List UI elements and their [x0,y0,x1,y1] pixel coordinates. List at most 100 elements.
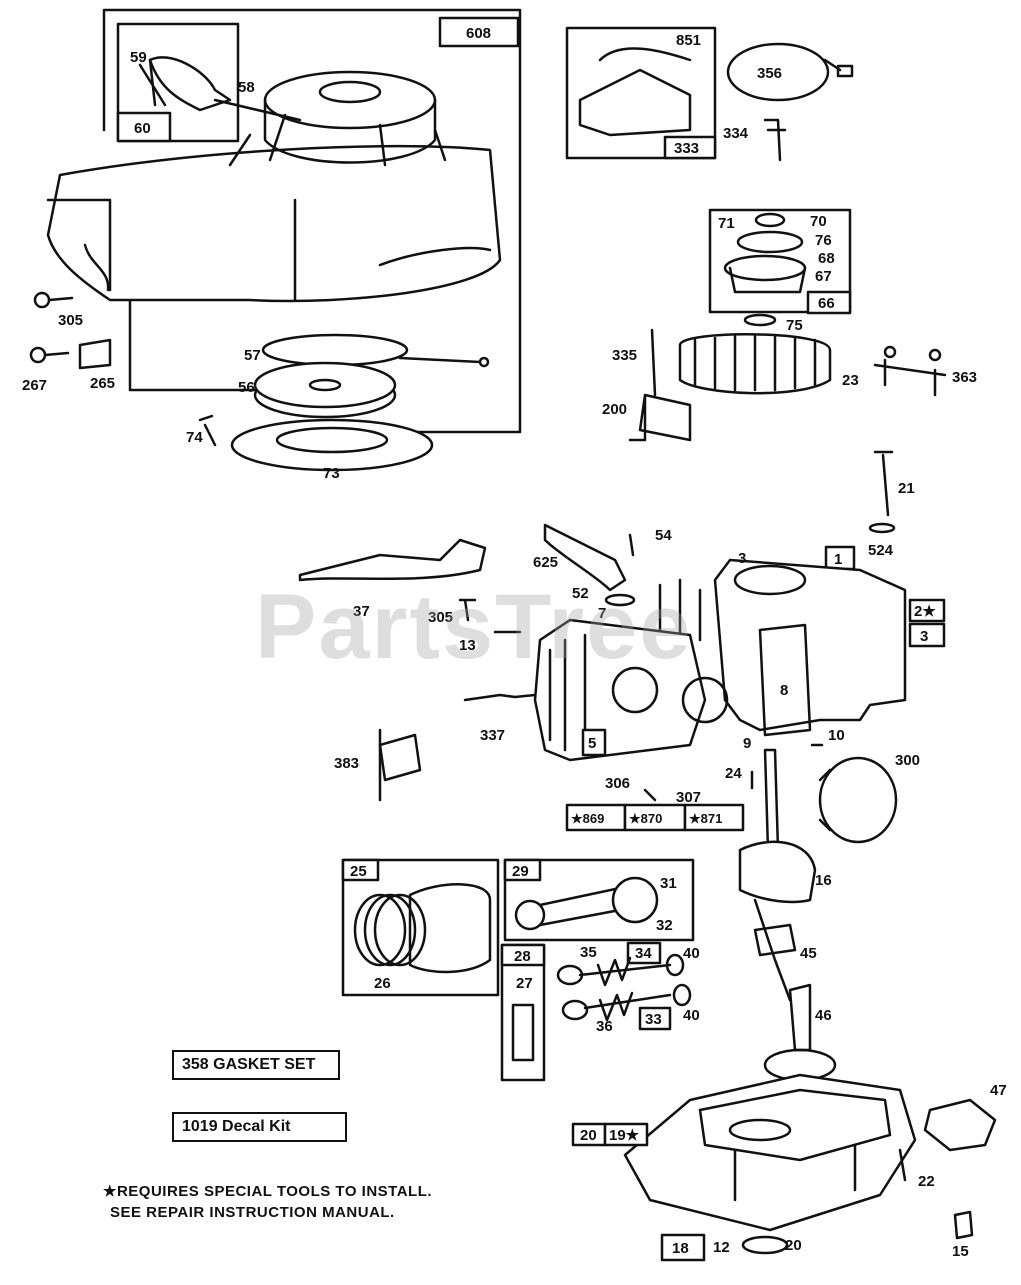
tag-box-28 [500,943,546,967]
label-335: 335 [612,347,637,364]
screw-305-mid [458,598,477,622]
label-71: 71 [718,215,735,232]
label-74: 74 [186,429,203,446]
label-31: 31 [660,875,677,892]
label-305-mid: 305 [428,609,453,626]
tag-box-33 [638,1006,672,1031]
label-871: ★871 [689,811,722,826]
gasket-set-label: 358 GASKET SET [172,1050,340,1080]
screw-305-top [33,291,74,309]
label-20-bottom: 20 [785,1237,802,1254]
tag-box-19 [603,1122,649,1147]
bolt-21 [873,450,894,517]
tag-box-18 [660,1233,706,1262]
label-200: 200 [602,401,627,418]
label-15: 15 [952,1243,969,1260]
label-12: 12 [713,1239,730,1256]
cap-625 [543,523,627,592]
label-66: 66 [818,295,835,312]
special-tools-note: ★REQUIRES SPECIAL TOOLS TO INSTALL. [103,1183,433,1200]
label-3-top: 3 [738,550,746,567]
label-54: 54 [655,527,672,544]
screw-54 [628,533,635,557]
tag-box-34 [626,941,662,965]
muffler-300 [818,756,898,844]
tag-box-60 [116,111,172,143]
label-47: 47 [990,1082,1007,1099]
tag-box-333 [663,135,717,160]
label-24: 24 [725,765,742,782]
group-333-frame [565,26,717,160]
label-68: 68 [818,250,835,267]
label-67: 67 [815,268,832,285]
bolt-335 [650,328,657,397]
tag-box-3 [908,622,946,648]
label-300: 300 [895,752,920,769]
valves [556,953,692,1022]
label-16: 16 [815,872,832,889]
label-337: 337 [480,727,505,744]
label-70: 70 [810,213,827,230]
label-56: 56 [238,379,255,396]
label-46: 46 [815,1007,832,1024]
tag-box-66 [806,290,852,315]
label-608: 608 [466,25,491,42]
tag-box-869 [565,803,627,832]
label-8: 8 [780,682,788,699]
label-5: 5 [588,735,596,752]
label-3-side: 3 [920,628,928,645]
terminal-383 [378,728,422,802]
shaft-46 [788,983,812,1052]
starter-plate-73 [230,418,434,472]
tag-box-608 [438,16,520,48]
label-25: 25 [350,863,367,880]
label-305-top: 305 [58,312,83,329]
label-73: 73 [323,465,340,482]
governor-47 [923,1098,997,1152]
label-265: 265 [90,375,115,392]
label-334: 334 [723,125,749,142]
label-851: 851 [676,32,701,49]
label-33: 33 [645,1011,662,1028]
label-625: 625 [533,554,558,571]
bolt-22 [898,1148,907,1182]
group-29-frame [503,858,695,942]
label-26: 26 [374,975,391,992]
label-22: 22 [918,1173,935,1190]
label-32: 32 [656,917,673,934]
washer-52 [604,593,636,607]
label-35: 35 [580,944,597,961]
bracket-200 [628,393,692,442]
blower-housing [46,70,502,303]
decal-kit-label: 1019 Decal Kit [172,1112,347,1142]
label-524: 524 [868,542,894,559]
gear-45 [753,923,797,957]
screw-74 [198,414,217,447]
seal-20 [741,1235,789,1255]
spring-57 [261,333,490,368]
tag-box-870 [623,803,687,832]
label-36: 36 [596,1018,613,1035]
screw-307 [643,788,657,802]
label-13: 13 [459,637,476,654]
label-9: 9 [743,735,751,752]
label-307: 307 [676,789,701,806]
spark-plug-337 [463,693,537,702]
label-34: 34 [635,945,652,962]
label-28: 28 [514,948,531,965]
sump-base [623,1073,917,1232]
label-267: 267 [22,377,47,394]
label-356: 356 [757,65,782,82]
label-58: 58 [238,79,255,96]
label-23: 23 [842,372,859,389]
label-306: 306 [605,775,630,792]
label-2: 2★ [914,603,936,620]
valve-guide-27 [511,1003,535,1062]
recoil-starter [138,56,302,122]
clip-265 [78,338,112,370]
label-19: 19★ [609,1127,640,1144]
wire-356 [726,42,854,102]
label-75: 75 [786,317,803,334]
label-40-bottom: 40 [683,1007,700,1024]
